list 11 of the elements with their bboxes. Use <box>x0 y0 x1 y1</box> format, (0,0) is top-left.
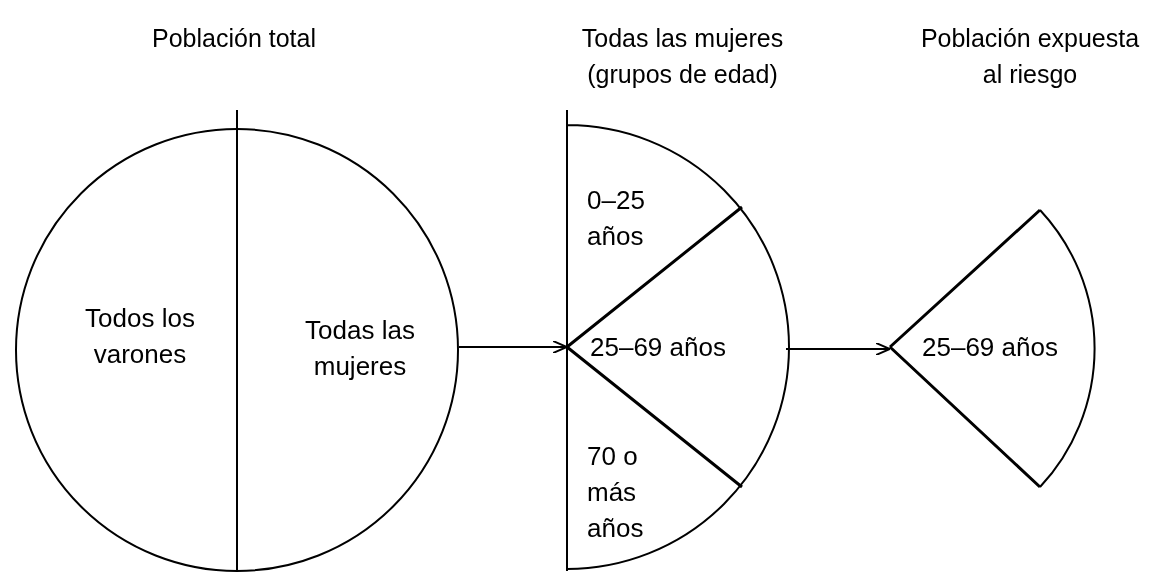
arrow <box>785 342 891 356</box>
label-text: 0–25 años <box>587 184 646 253</box>
heading: Todas las mujeres (grupos de edad) <box>580 23 785 90</box>
heading: Población total <box>151 23 317 54</box>
label-text: 25–69 años <box>590 331 727 364</box>
arrow <box>458 340 568 354</box>
label-text: 70 o más años <box>587 440 645 545</box>
heading: Población expuesta al riesgo <box>919 23 1141 90</box>
label-text: Todos los varones <box>84 302 196 371</box>
label-text: Todas las mujeres <box>304 314 416 383</box>
label-text: 25–69 años <box>922 331 1059 364</box>
